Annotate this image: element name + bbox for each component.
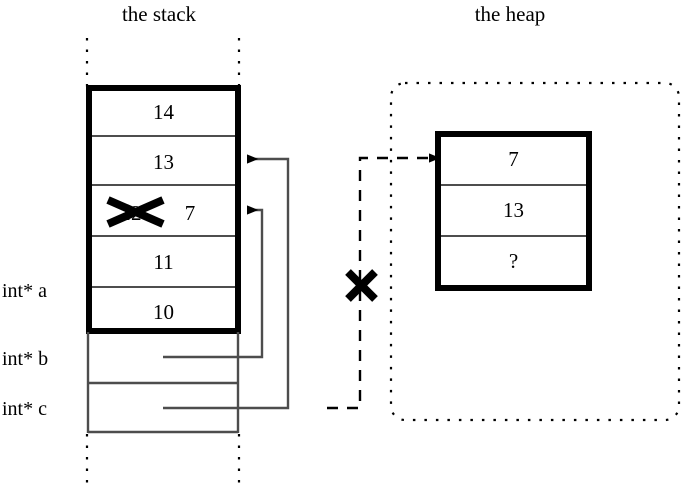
pointer-a-to-heap-dangling-connector <box>327 153 441 410</box>
pointer-c-to-array-cell-13-connector <box>163 154 290 410</box>
severed-link-x-marker <box>345 269 378 302</box>
stack-title: the stack <box>121 2 197 26</box>
heap-cell-value-1: 13 <box>503 198 524 222</box>
stack-cell-value-1: 13 <box>153 150 174 174</box>
heap-title: the heap <box>474 2 546 26</box>
stack-cell-value-2-old: 12 <box>120 201 142 225</box>
heap-block <box>435 131 592 291</box>
struck-value-x-marker <box>106 196 165 228</box>
pointer-b-to-array-cell-12-connector <box>163 205 264 359</box>
pointer-label-a: int* a <box>2 280 47 302</box>
stack-array-block <box>86 85 241 334</box>
stack-pointer-cells <box>86 332 240 434</box>
stack-cell-value-2-new: 7 <box>184 201 196 225</box>
pointer-label-c: int* c <box>2 398 47 420</box>
stack-cell-value-4: 10 <box>153 300 174 324</box>
heap-cell-value-2: ? <box>508 249 519 273</box>
heap-cell-value-0: 7 <box>508 147 519 171</box>
stack-cell-value-3: 11 <box>153 250 174 274</box>
stack-cell-value-0: 14 <box>153 100 174 124</box>
pointer-label-b: int* b <box>2 348 49 370</box>
